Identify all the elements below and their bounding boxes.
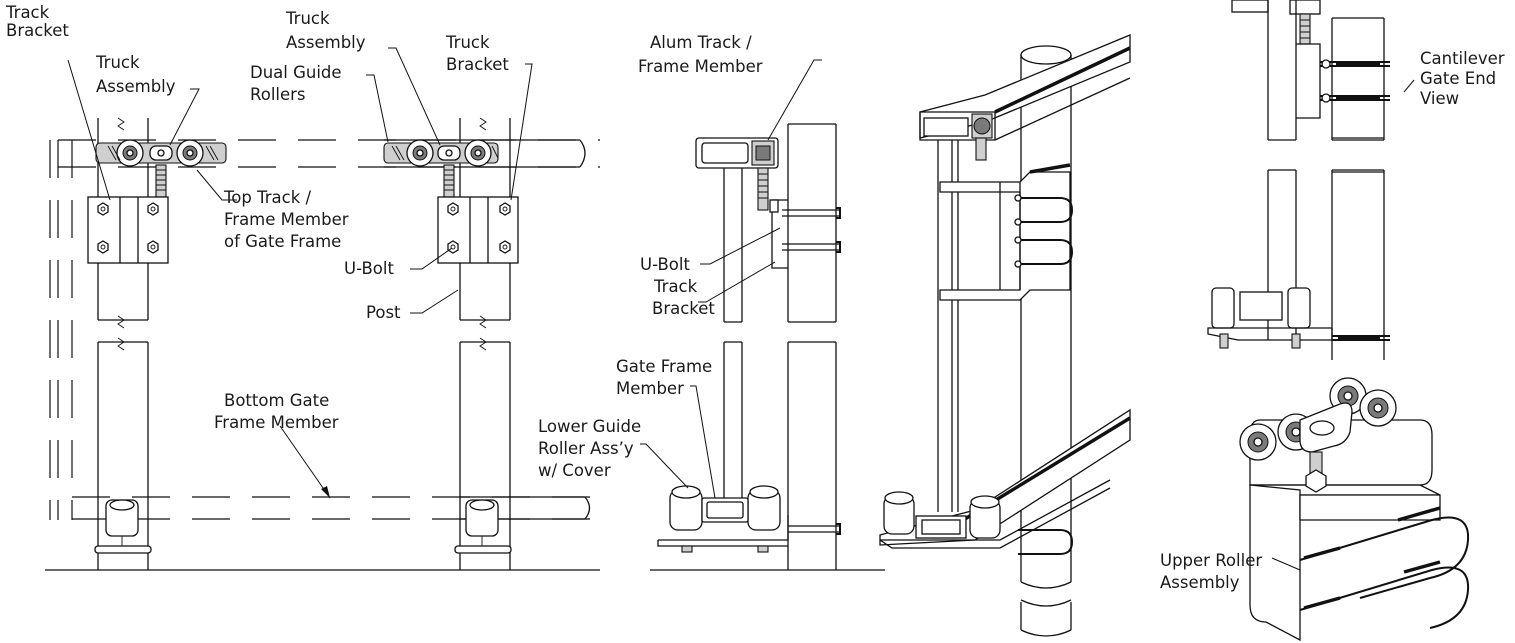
dual-guide-rollers-line-1: Dual Guide [250,63,342,82]
label-lower-guide-roller: Lower Guide Roller Ass’y w/ Cover [538,417,641,480]
lower-guide-roller-line-2: Roller Ass’y [538,439,634,458]
alum-track-line-2: Frame Member [638,57,763,76]
lower-roller-1 [94,499,152,554]
top-track-line-2: Frame Member [224,210,349,229]
bottom-gate-frame-line-2: Frame Member [214,413,339,432]
label-dual-guide-rollers: Dual Guide Rollers [250,63,342,104]
top-track-line-1: Top Track / [223,188,312,207]
truck-assembly-2-line-2: Assembly [286,33,366,52]
gate-frame-member-line-1: Gate Frame [616,357,712,376]
post-1 [97,117,149,570]
front-elevation-view [45,47,600,571]
label-alum-track: Alum Track / Frame Member [638,33,763,76]
upper-roller-assembly-line-2: Assembly [1160,573,1240,592]
truck-assembly-2-line-1: Truck [285,9,330,28]
cantilever-end-view-line-2: Gate End [1420,69,1496,88]
upper-roller-assembly-line-1: Upper Roller [1160,551,1262,570]
track-bracket-2-line-1: Track [653,277,698,296]
label-post: Post [366,303,401,322]
end-view [1207,0,1415,360]
track-bracket-1-line-2: Bracket [6,21,69,40]
dual-guide-rollers-line-2: Rollers [250,85,306,104]
label-cantilever-end-view: Cantilever Gate End View [1420,49,1505,108]
track-bracket-1 [87,196,169,264]
truck-assembly-2 [383,139,499,167]
truck-assembly-1-line-1: Truck [95,53,140,72]
label-upper-roller-assembly: Upper Roller Assembly [1160,551,1262,592]
label-bottom-gate-frame: Bottom Gate Frame Member [214,391,339,432]
label-track-bracket-1: Track Bracket [5,3,69,40]
upper-roller-assembly-detail [1239,377,1470,642]
label-truck-bracket-2: Truck Bracket [445,33,509,74]
truck-assembly-1-line-2: Assembly [96,77,176,96]
cantilever-end-view-line-3: View [1420,89,1459,108]
label-gate-frame-member: Gate Frame Member [616,357,712,398]
isometric-view [879,34,1131,637]
track-bracket-1-line-1: Track [5,3,50,22]
cantilever-end-view-line-1: Cantilever [1420,49,1505,68]
bottom-gate-frame-line-1: Bottom Gate [224,391,329,410]
gate-frame-member-line-2: Member [616,379,684,398]
label-u-bolt-1: U-Bolt [344,259,394,278]
label-track-bracket-2: Track Bracket [652,277,715,318]
alum-track-line-1: Alum Track / [650,33,752,52]
track-bracket-2 [437,196,519,264]
label-truck-assembly-2: Truck Assembly [285,9,366,52]
truck-assembly-1 [95,139,227,167]
top-track-line-3: of Gate Frame [224,232,341,251]
lower-guide-roller-line-1: Lower Guide [538,417,641,436]
post-2 [459,117,511,570]
track-bracket-2-line-2: Bracket [652,299,715,318]
side-view [640,59,885,571]
lower-roller-2 [454,499,512,554]
label-top-track: Top Track / Frame Member of Gate Frame [223,188,349,251]
truck-bracket-2-line-1: Truck [445,33,490,52]
label-truck-assembly-1: Truck Assembly [95,53,176,96]
iso-u-bolts [1014,194,1074,268]
lower-guide-roller-line-3: w/ Cover [538,461,611,480]
label-u-bolt-2: U-Bolt [640,255,690,274]
detail-u-bolts [1299,506,1470,629]
truck-bracket-2-line-2: Bracket [446,55,509,74]
